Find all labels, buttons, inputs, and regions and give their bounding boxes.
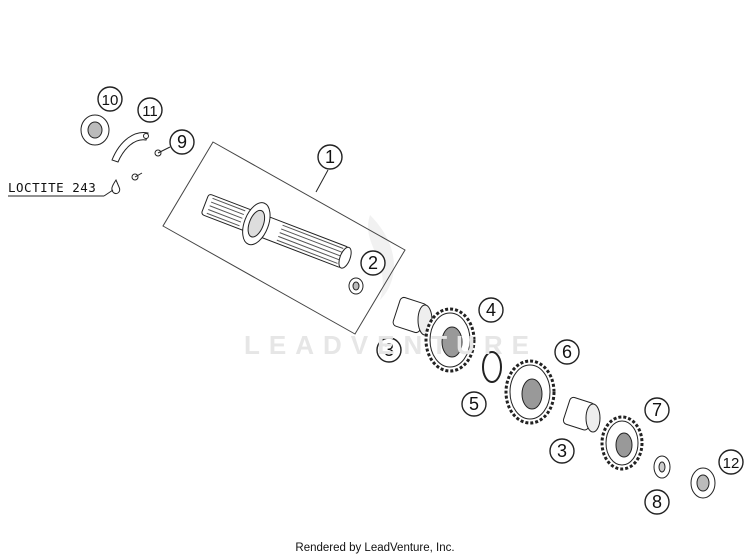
callout-3: 3 (384, 340, 394, 360)
part-8-thrust-washer (653, 455, 671, 479)
part-3-bushing-sleeve (392, 296, 433, 336)
part-2-needle-bearing (348, 277, 364, 295)
part-11-retaining-plate (111, 131, 149, 163)
part-10-ball-bearing (80, 114, 110, 146)
callout-9: 9 (177, 132, 187, 152)
part-6-gear (504, 359, 556, 425)
part-12-ball-bearing (690, 467, 716, 499)
part-1-input-shaft (162, 141, 406, 335)
part-4-gear (424, 307, 476, 373)
callout-5: 5 (469, 394, 479, 414)
callout-10: 10 (102, 92, 119, 109)
part-9-screws (131, 146, 171, 181)
callout-12: 12 (723, 455, 740, 472)
callout-8: 8 (652, 492, 662, 512)
callout-1: 1 (325, 147, 335, 167)
callout-3-second: 3 (557, 441, 567, 461)
loctite-drop-icon (8, 178, 121, 197)
loctite-label: LOCTITE 243 (8, 180, 97, 195)
callout-4: 4 (486, 300, 496, 320)
callouts (97, 86, 744, 515)
callout-11: 11 (142, 103, 158, 120)
part-5-circlip (482, 351, 502, 383)
part-7-gear (600, 415, 644, 471)
callout-2: 2 (368, 253, 378, 273)
leader-line-1 (315, 169, 329, 193)
watermark-text: LEADVENTURE (244, 330, 539, 360)
callout-numbers: 1 2 3 4 5 6 3 7 8 9 10 11 12 (102, 92, 740, 512)
callout-6: 6 (562, 342, 572, 362)
callout-7: 7 (652, 400, 662, 420)
footer-credit: Rendered by LeadVenture, Inc. (295, 542, 455, 554)
part-3-bushing-sleeve-2 (562, 396, 601, 433)
